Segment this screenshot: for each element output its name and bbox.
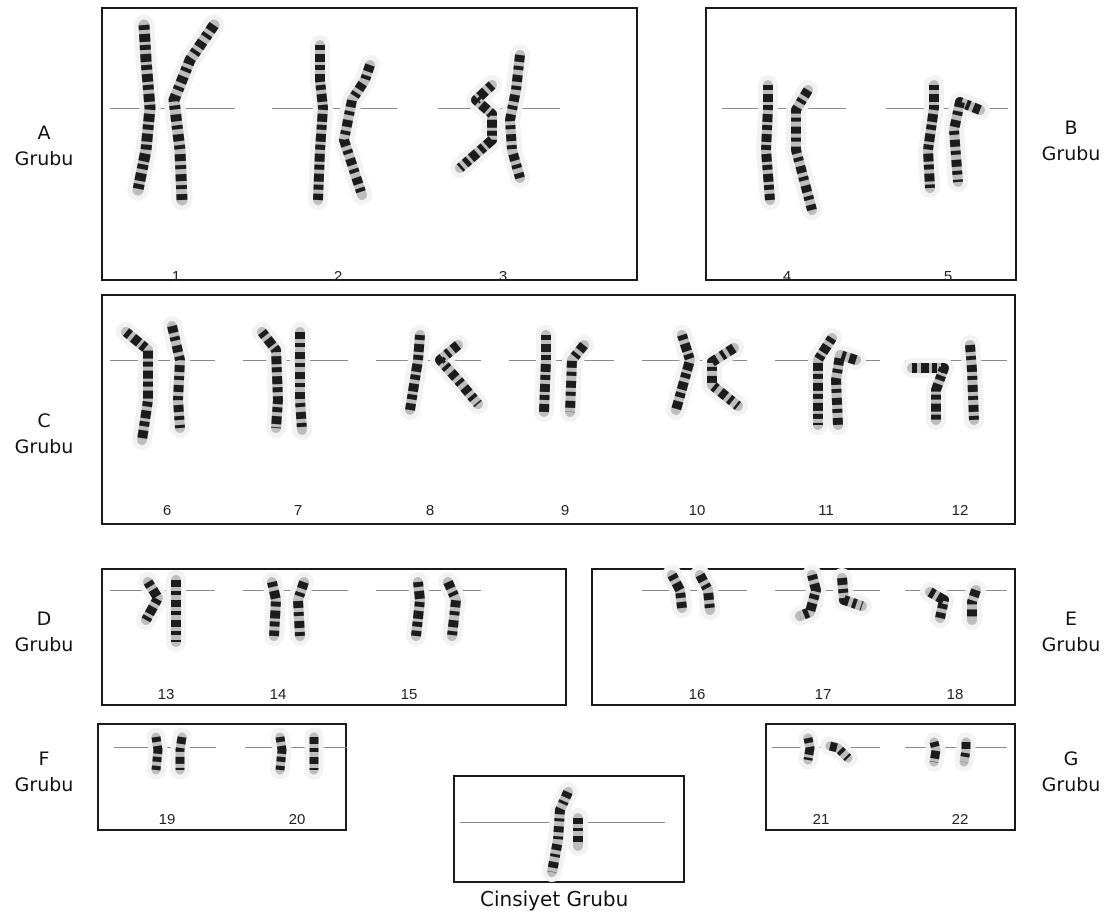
sex-chromosomes: [0, 0, 1115, 919]
